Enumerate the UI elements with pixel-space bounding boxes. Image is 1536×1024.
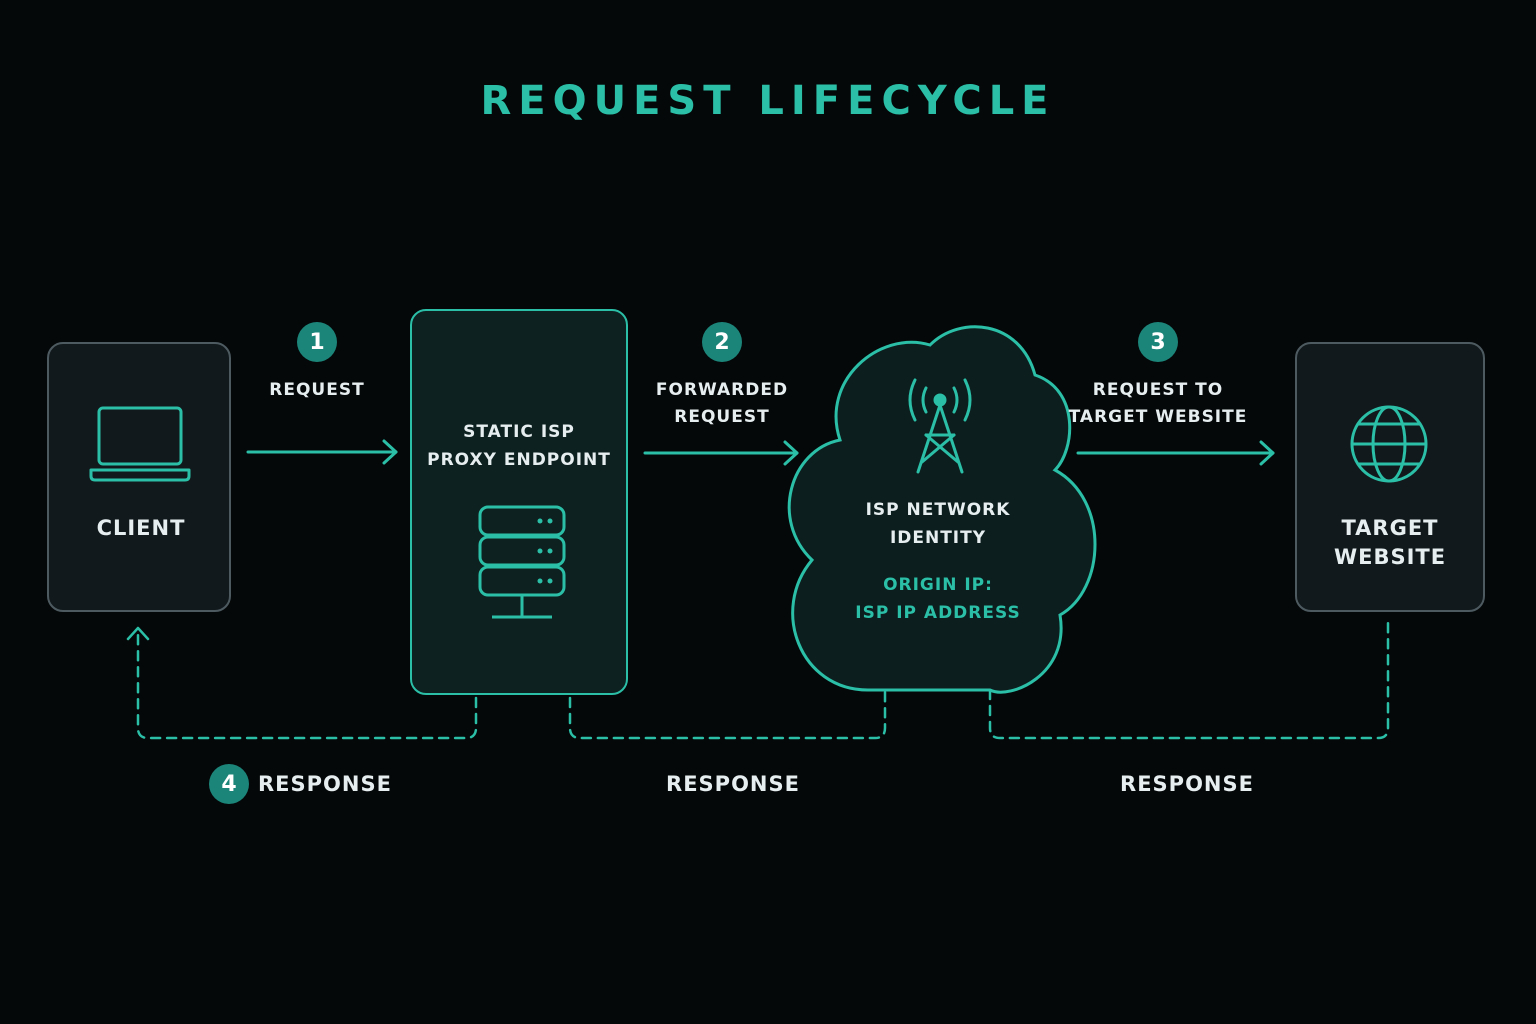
diagram-title: REQUEST LIFECYCLE <box>480 78 1056 124</box>
arrow-request <box>246 439 398 465</box>
step-3-label-line1: REQUEST TO <box>1092 380 1224 400</box>
client-label: CLIENT <box>96 516 186 540</box>
laptop-icon <box>89 406 191 482</box>
response-path-target <box>988 618 1390 740</box>
response-arrowhead <box>126 626 150 641</box>
proxy-node: STATIC ISP PROXY ENDPOINT <box>410 309 628 695</box>
isp-cloud <box>787 325 1097 694</box>
step-2-label-line2: REQUEST <box>674 407 770 427</box>
origin-ip-value: ISP IP ADDRESS <box>855 603 1021 623</box>
response-label-middle: RESPONSE <box>666 772 800 796</box>
response-path-proxy <box>568 688 887 740</box>
server-icon <box>478 505 566 619</box>
response-path-client <box>136 628 478 740</box>
response-label-right: RESPONSE <box>1120 772 1254 796</box>
globe-icon <box>1350 405 1428 483</box>
target-node: TARGET WEBSITE <box>1295 342 1485 612</box>
step-1-label: REQUEST <box>269 380 365 400</box>
arrow-forwarded <box>643 440 799 466</box>
target-label-line2: WEBSITE <box>1333 545 1447 569</box>
proxy-label-line2: PROXY ENDPOINT <box>427 450 611 470</box>
origin-ip-label: ORIGIN IP: <box>883 575 993 595</box>
step-2-label-line1: FORWARDED <box>655 380 789 400</box>
step-1-badge: 1 <box>297 322 337 362</box>
step-2-badge: 2 <box>702 322 742 362</box>
step-4-badge: 4 <box>209 764 249 804</box>
step-3-label-line2: TARGET WEBSITE <box>1068 407 1248 427</box>
client-node: CLIENT <box>47 342 231 612</box>
step-4-label: RESPONSE <box>258 772 392 796</box>
target-label-line1: TARGET <box>1341 516 1439 540</box>
isp-label-line1: ISP NETWORK <box>865 500 1011 520</box>
cell-tower-icon <box>908 378 972 474</box>
arrow-target <box>1076 440 1275 466</box>
isp-label-line2: IDENTITY <box>889 528 987 548</box>
step-3-badge: 3 <box>1138 322 1178 362</box>
proxy-label-line1: STATIC ISP <box>463 422 575 442</box>
